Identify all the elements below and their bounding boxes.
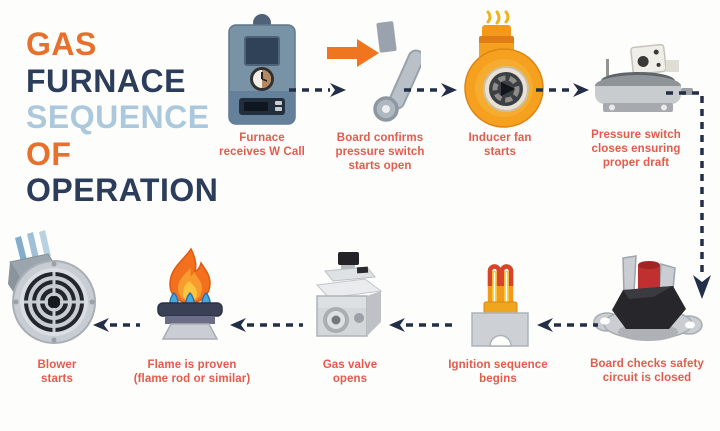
step-4-caption: Pressure switch closes ensuring proper d… xyxy=(591,129,681,169)
dashed-arrow-left-icon xyxy=(230,318,303,332)
flow-arrow-1-box xyxy=(288,82,346,98)
flow-arrow-2-box xyxy=(403,82,457,98)
title-line-furnace: FURNACE xyxy=(26,62,186,99)
step-9-caption: Blower starts xyxy=(37,359,77,385)
dashed-arrow-left-icon xyxy=(537,318,598,332)
hot-surface-igniter-icon xyxy=(471,264,529,347)
dashed-arrow-left-icon xyxy=(389,318,452,332)
pressure-switch-icon xyxy=(595,44,693,112)
blower-icon xyxy=(8,230,96,344)
step-5-caption: Board checks safety circuit is closed xyxy=(590,358,704,384)
flow-arrow-corner-box xyxy=(660,85,712,307)
dashed-arrow-left-icon xyxy=(93,318,140,332)
flow-arrow-6-box xyxy=(389,317,453,333)
step-2-icon-box xyxy=(357,20,421,125)
orange-arrow-right-icon xyxy=(327,39,379,67)
step-5-icon-box xyxy=(593,252,703,350)
step-7-icon-box xyxy=(305,250,387,346)
furnace-icon xyxy=(228,14,296,125)
step-7-caption: Gas valve opens xyxy=(322,359,378,385)
dashed-corner-down-arrow-icon xyxy=(666,91,711,299)
flow-arrow-7-box xyxy=(230,317,304,333)
flow-arrow-3-box xyxy=(535,82,589,98)
step-6-icon-box xyxy=(458,240,538,348)
step-8-caption: Flame is proven (flame rod or similar) xyxy=(133,359,251,385)
page-title: GAS FURNACE SEQUENCE OF OPERATION xyxy=(26,26,218,209)
step-1-icon-box xyxy=(222,12,302,129)
gas-valve-icon xyxy=(315,252,383,337)
step-8-icon-box xyxy=(150,246,230,346)
pressure-switch-open-lever-icon xyxy=(373,21,421,122)
limit-switch-icon xyxy=(593,255,703,341)
step-6-caption: Ignition sequence begins xyxy=(448,359,548,385)
inducer-fan-icon xyxy=(464,10,544,128)
dashed-arrow-right-icon xyxy=(536,83,589,97)
title-line-operation: OPERATION xyxy=(26,172,219,208)
step-4-icon-box xyxy=(582,44,694,132)
step-9-icon-box xyxy=(2,226,97,346)
orange-arrow-box xyxy=(327,37,379,69)
title-line-of: OF xyxy=(26,135,72,172)
burner-flame-icon xyxy=(157,247,223,340)
dashed-arrow-right-icon xyxy=(404,83,457,97)
title-line-gas: GAS xyxy=(26,26,97,62)
flow-arrow-8-box xyxy=(93,317,141,333)
step-3-caption: Inducer fan starts xyxy=(468,132,532,158)
step-1-caption: Furnace receives W Call xyxy=(219,132,305,158)
step-3-icon-box xyxy=(457,10,545,132)
title-line-sequence: SEQUENCE xyxy=(26,99,210,135)
dashed-arrow-right-icon xyxy=(289,83,346,97)
flow-arrow-5-box xyxy=(537,317,599,333)
step-2-caption: Board confirms pressure switch starts op… xyxy=(335,132,425,172)
